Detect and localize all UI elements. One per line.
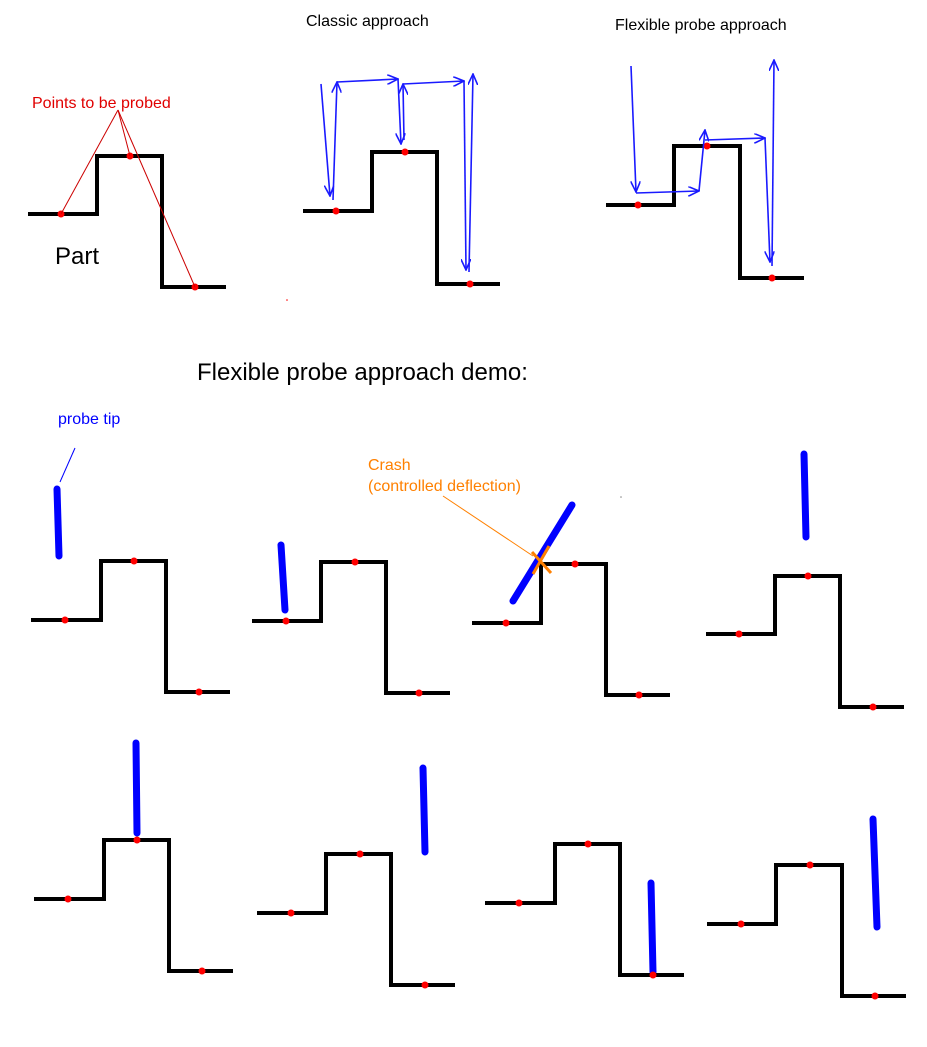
classic-approach-title: Classic approach bbox=[306, 13, 429, 30]
probe-point bbox=[466, 280, 474, 288]
probe-point bbox=[635, 691, 643, 699]
probe-point bbox=[869, 703, 877, 711]
probe bbox=[419, 764, 429, 856]
probe-point bbox=[502, 619, 510, 627]
probe-point bbox=[584, 840, 592, 848]
probe-point bbox=[401, 148, 409, 156]
classic-approach-panel: Classic approach bbox=[286, 13, 500, 301]
crash-detail-label: (controlled deflection) bbox=[368, 478, 521, 495]
part-panel-annotated: Points to be probed Part bbox=[28, 95, 226, 291]
points-leader-lines bbox=[60, 109, 196, 288]
probe-point bbox=[703, 142, 711, 150]
classic-probe-path bbox=[320, 74, 473, 273]
probe-point bbox=[195, 688, 203, 696]
probe-point bbox=[804, 572, 812, 580]
part-profile bbox=[257, 852, 455, 987]
crash-label: Crash bbox=[368, 457, 411, 474]
probe bbox=[647, 879, 657, 976]
deflected-probe bbox=[509, 501, 576, 605]
probe-point bbox=[351, 558, 359, 566]
flexible-approach-title: Flexible probe approach bbox=[615, 17, 787, 34]
demo-frame-7 bbox=[485, 840, 684, 979]
part-profile bbox=[31, 559, 230, 694]
probe-point bbox=[421, 981, 429, 989]
probe-point bbox=[198, 967, 206, 975]
flexible-approach-panel: Flexible probe approach bbox=[606, 17, 804, 282]
probe-point bbox=[871, 992, 879, 1000]
part-profile bbox=[472, 562, 670, 697]
probe-point bbox=[287, 909, 295, 917]
part-profile bbox=[34, 838, 233, 973]
part-profile bbox=[706, 574, 904, 709]
crash-leader bbox=[442, 495, 534, 557]
probe-point bbox=[282, 617, 290, 625]
probe bbox=[132, 739, 141, 837]
demo-frame-3-crash: Crash (controlled deflection) bbox=[368, 457, 670, 699]
probe-point bbox=[737, 920, 745, 928]
flexible-probe-path bbox=[630, 60, 774, 267]
probe-point bbox=[61, 616, 69, 624]
stray-dot bbox=[286, 299, 288, 301]
probe bbox=[53, 485, 63, 560]
probe-point bbox=[133, 836, 141, 844]
probe-point bbox=[806, 861, 814, 869]
demo-frame-8 bbox=[707, 815, 906, 1000]
points-to-be-probed-label: Points to be probed bbox=[32, 95, 171, 112]
probe bbox=[277, 541, 289, 614]
demo-frame-2 bbox=[252, 541, 450, 697]
probe-point bbox=[64, 895, 72, 903]
probe bbox=[869, 815, 881, 931]
probe-tip-leader bbox=[59, 447, 76, 483]
probe-tip-label: probe tip bbox=[58, 411, 120, 428]
demo-frame-4 bbox=[706, 450, 904, 711]
probe-point bbox=[356, 850, 364, 858]
crash-mark-icon bbox=[530, 545, 553, 575]
probe-point bbox=[735, 630, 743, 638]
probe-point bbox=[571, 560, 579, 568]
stray-dot bbox=[620, 496, 622, 498]
probe-point bbox=[130, 557, 138, 565]
probe-point bbox=[768, 274, 776, 282]
demo-title: Flexible probe approach demo: bbox=[197, 359, 528, 386]
probe-point bbox=[332, 207, 340, 215]
probe bbox=[800, 450, 810, 541]
demo-frame-6 bbox=[257, 764, 455, 989]
probe-point bbox=[415, 689, 423, 697]
probe-point bbox=[515, 899, 523, 907]
demo-frame-5 bbox=[34, 739, 233, 975]
demo-frame-1: probe tip bbox=[31, 411, 230, 696]
part-label: Part bbox=[55, 243, 99, 270]
probe-point bbox=[634, 201, 642, 209]
probe-point bbox=[649, 971, 657, 979]
